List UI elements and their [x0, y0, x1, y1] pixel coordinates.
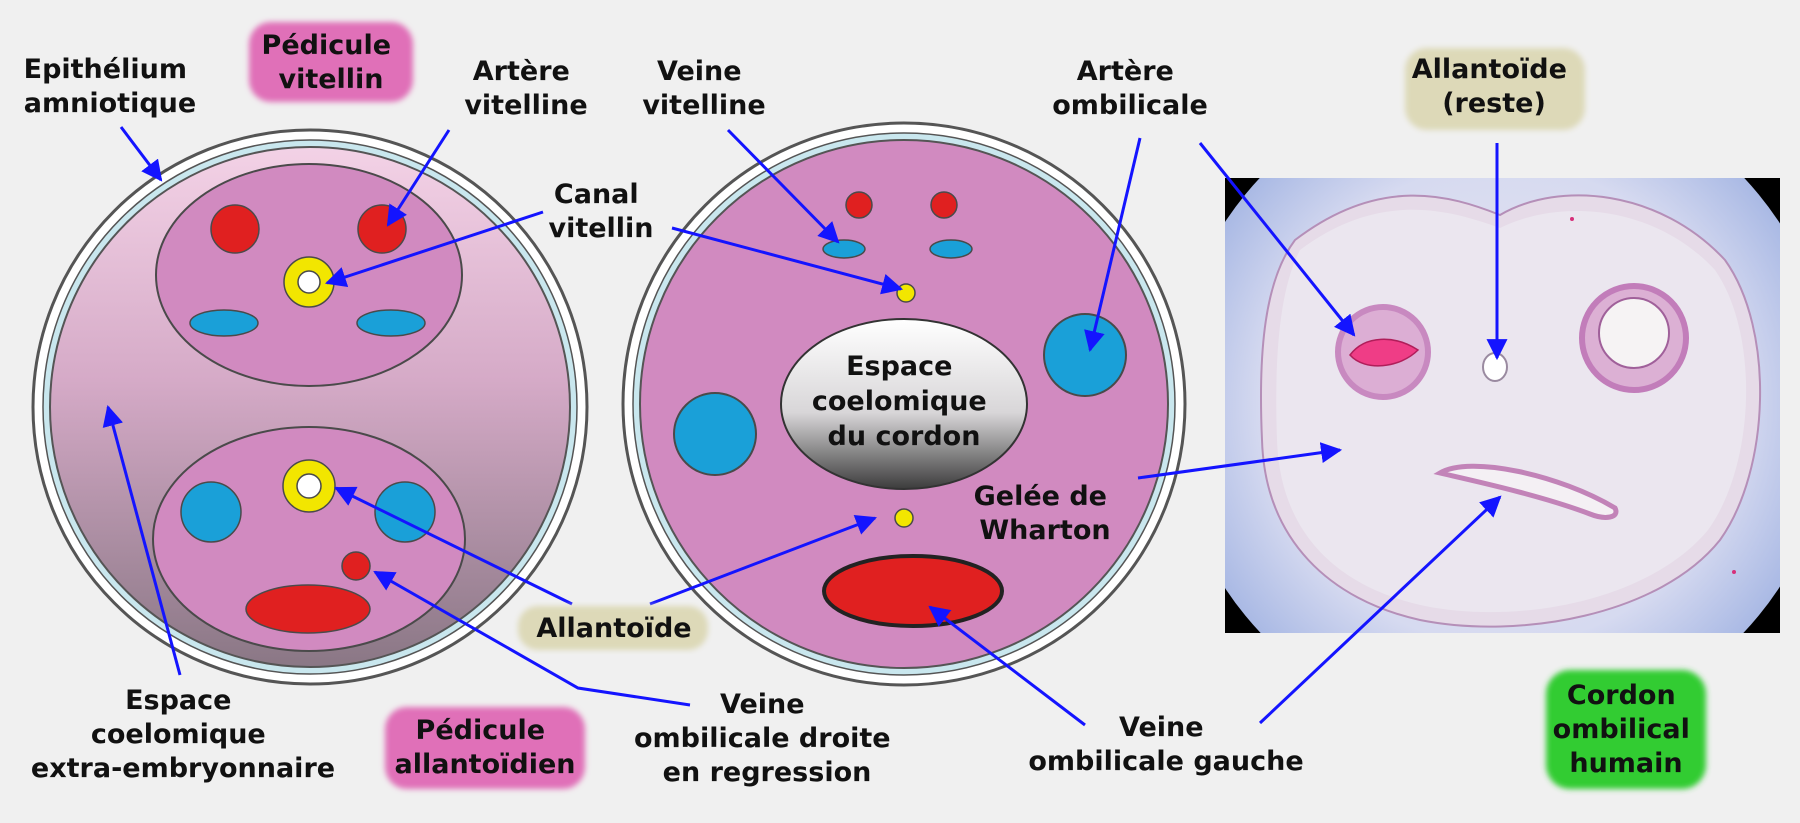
histology-photo [1225, 178, 1780, 633]
pedicule-allantoidien-shape [152, 426, 466, 652]
artere-vitelline-right [357, 204, 407, 254]
arrows [102, 126, 1508, 727]
label-veine-droite: Veine ombilicale droite en regression [634, 689, 900, 788]
espace-cordon-shape [780, 318, 1028, 490]
veine-gauche-shape [822, 554, 1004, 628]
label-artere-ombilicale: Artère ombilicale [1052, 56, 1208, 121]
arrow-espace-extra [102, 404, 182, 676]
label-epithelium: Epithélium amniotique [24, 54, 197, 119]
arrow-veine-droite [373, 570, 691, 707]
arrow-artere-vitelline [386, 129, 451, 227]
middle-section-circle [621, 121, 1187, 687]
veine-droite-shape [341, 551, 371, 581]
arrow-epithelium [119, 126, 163, 182]
label-espace-extra: Espace coelomique extra-embryonnaire [31, 685, 335, 784]
label-pedicule-allantoidien: Pédicule allantoïdien [395, 715, 576, 780]
label-artere-vitelline: Artère vitelline [464, 56, 587, 121]
label-allantoide: Allantoïde [536, 613, 691, 644]
label-allantoide-reste: Allantoïde (reste) [1412, 54, 1577, 119]
label-pedicule-vitellin: Pédicule vitellin [262, 30, 401, 95]
label-veine-vitelline: Veine vitelline [642, 56, 765, 121]
arrow-allantoide-left [334, 486, 573, 606]
arrow-allantoide-mid [649, 514, 877, 606]
veine-vitelline-left [189, 309, 259, 337]
label-canal-vitellin: Canal vitellin [548, 179, 653, 244]
veine-vitelline-right [356, 309, 426, 337]
label-cordon: Cordon ombilical humain [1553, 680, 1700, 779]
label-veine-gauche: Veine ombilicale gauche [1028, 712, 1303, 777]
arrow-artere-photo [1198, 142, 1356, 337]
arrow-canal-vitellin-left [325, 210, 544, 288]
arrow-artere-ombilicale [1084, 137, 1142, 353]
label-gelee: Gelée de Wharton [974, 481, 1117, 546]
arrow-veine-gauche-photo [1258, 495, 1502, 725]
arrow-veine-gauche [928, 605, 1086, 727]
arrow-veine-vitelline [726, 128, 840, 244]
artere-vitelline-left [210, 204, 260, 254]
arrow-canal-vitellin-mid [671, 226, 904, 295]
label-espace-cordon: Espace coelomique du cordon [812, 351, 996, 452]
tag-backgrounds [249, 22, 1706, 789]
left-section-circle [31, 128, 589, 686]
arrow-gelee [1137, 442, 1343, 480]
